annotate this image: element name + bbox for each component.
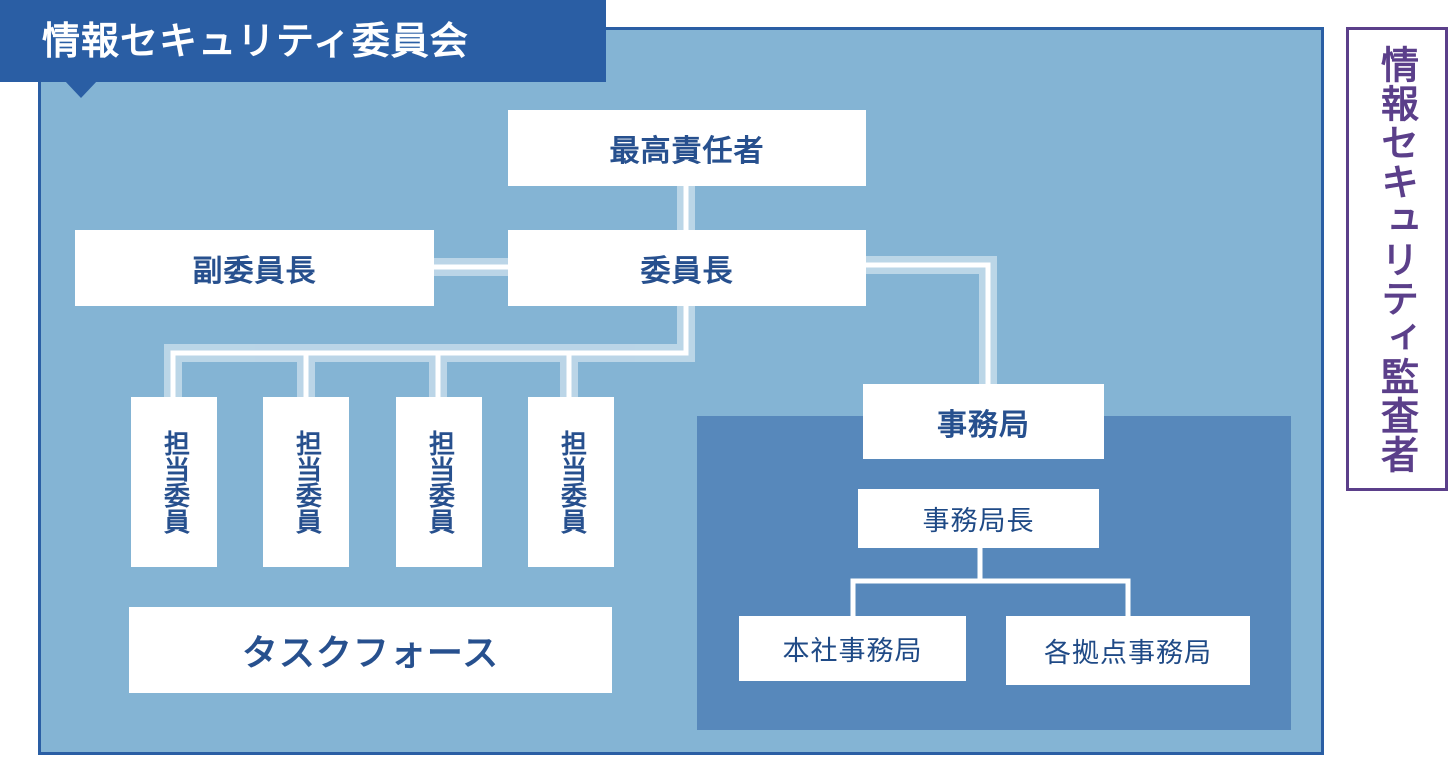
head-office-box: 本社事務局 — [739, 616, 966, 681]
vice-chair-box: 副委員長 — [75, 230, 434, 306]
member-box-2: 担当委員 — [263, 397, 349, 567]
member-box-3: 担当委員 — [396, 397, 482, 567]
secretariat-box: 事務局 — [863, 384, 1104, 459]
committee-title: 情報セキュリティ委員会 — [0, 0, 606, 82]
connector-chair-secretariat-shadow — [866, 256, 997, 384]
chair-box: 委員長 — [508, 230, 866, 306]
member-box-4: 担当委員 — [528, 397, 614, 567]
chief-officer-box: 最高責任者 — [508, 110, 866, 186]
connector-head-offices — [850, 578, 1131, 616]
connector-chair-secretariat — [866, 262, 991, 384]
connector-chair-members — [170, 306, 689, 397]
auditor-box: 情報セキュリティ監査者 — [1346, 27, 1448, 491]
branch-office-box: 各拠点事務局 — [1006, 616, 1250, 685]
title-tab-pointer — [64, 80, 98, 98]
secretariat-head-box: 事務局長 — [858, 489, 1099, 548]
task-force-box: タスクフォース — [129, 607, 612, 693]
member-box-1: 担当委員 — [131, 397, 217, 567]
